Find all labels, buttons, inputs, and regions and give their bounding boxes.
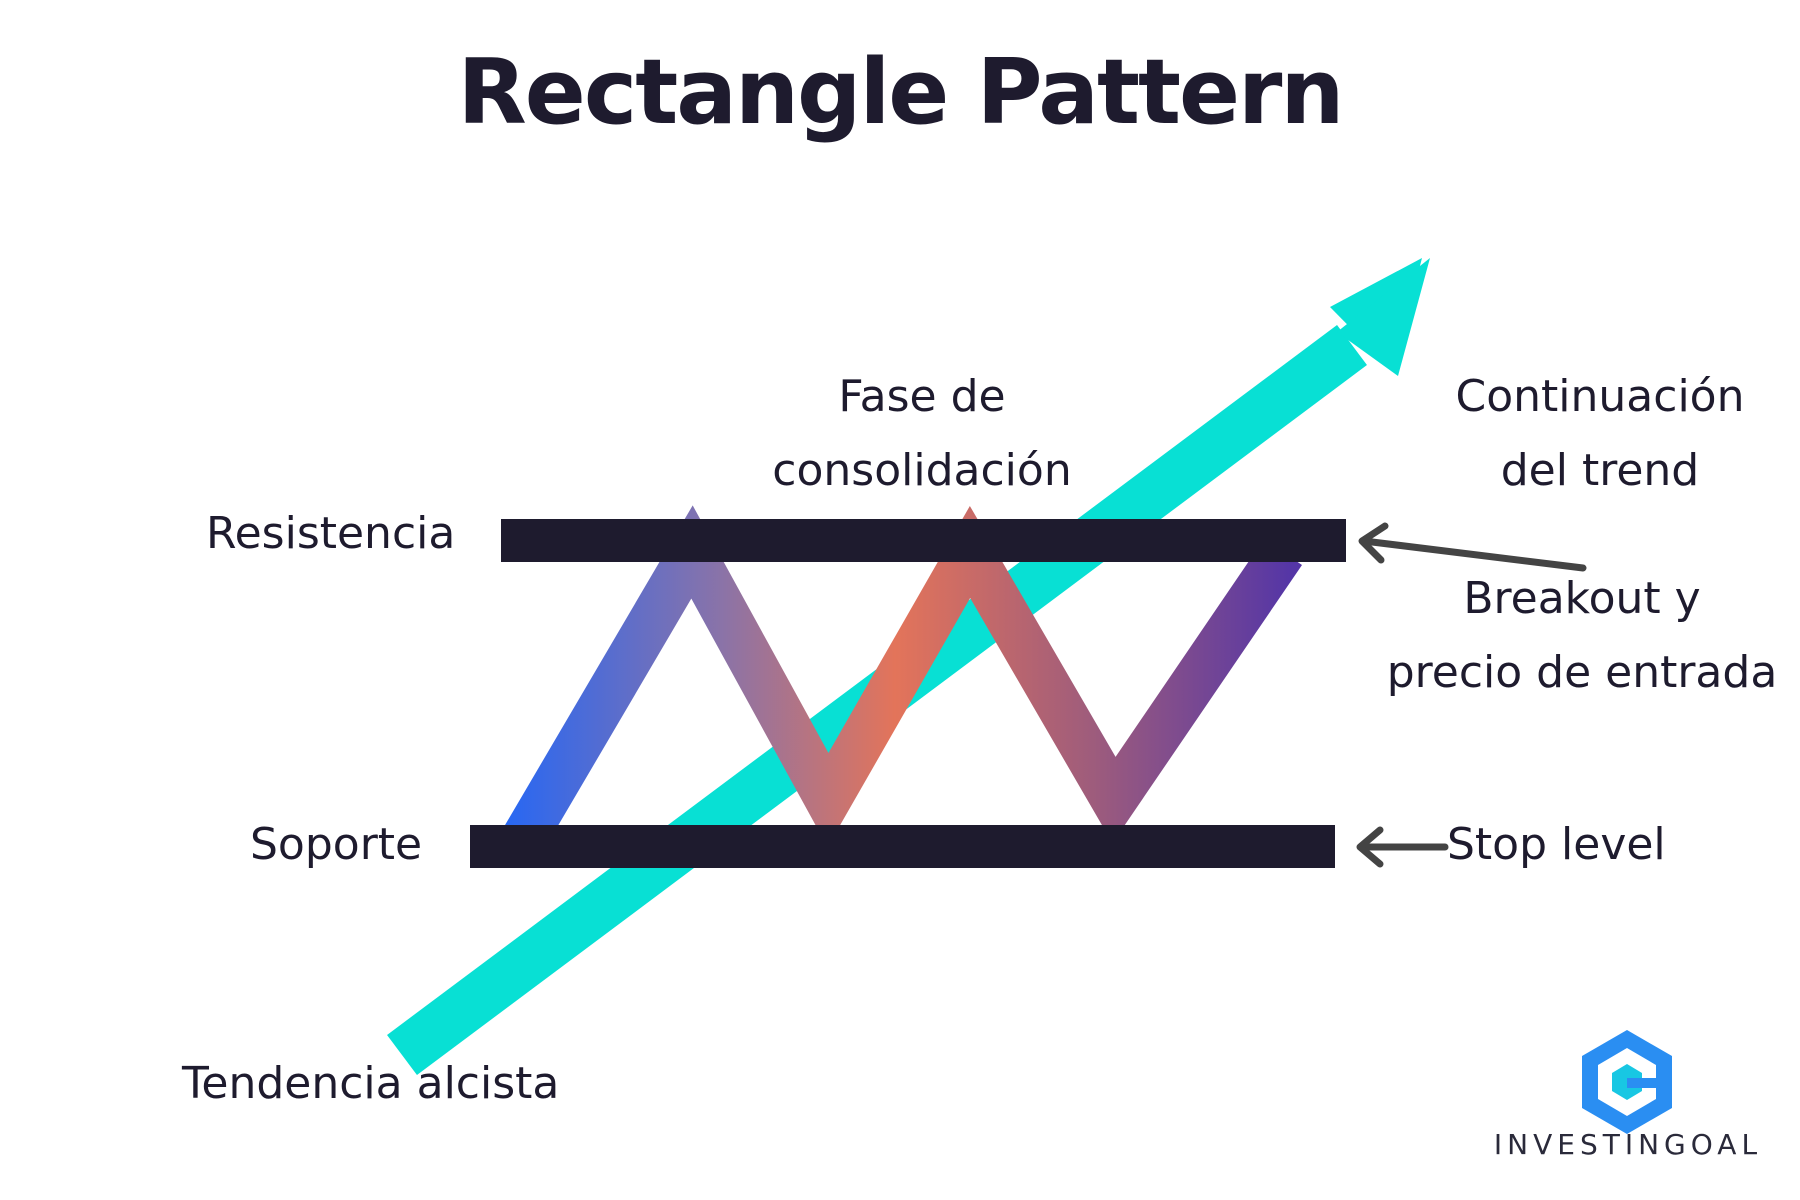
stop-level-label: Stop level <box>1447 819 1666 870</box>
continuation-label-line2: del trend <box>1500 445 1700 496</box>
brand-name: INVESTINGOAL <box>1493 1128 1763 1161</box>
price-zigzag-line <box>500 505 1303 857</box>
resistance-label: Resistencia <box>206 508 456 559</box>
resistance-bar <box>501 519 1346 562</box>
uptrend-label: Tendencia alcista <box>182 1058 560 1109</box>
breakout-label: Breakout y precio de entrada <box>1372 562 1792 710</box>
consolidation-label: Fase de consolidación <box>722 360 1122 508</box>
continuation-label-line1: Continuación <box>1455 371 1745 422</box>
page-title: Rectangle Pattern <box>457 40 1345 145</box>
consolidation-label-line1: Fase de <box>838 371 1006 422</box>
breakout-label-line2: precio de entrada <box>1386 647 1778 698</box>
breakout-label-line1: Breakout y <box>1463 573 1701 624</box>
hexagon-g-logo-icon <box>1582 1030 1672 1134</box>
support-bar <box>470 825 1335 868</box>
stop-arrow-icon <box>1356 826 1449 868</box>
breakout-arrow-icon <box>1358 522 1587 572</box>
continuation-label: Continuación del trend <box>1440 360 1760 508</box>
consolidation-label-line2: consolidación <box>772 445 1072 496</box>
support-label: Soporte <box>250 819 423 870</box>
